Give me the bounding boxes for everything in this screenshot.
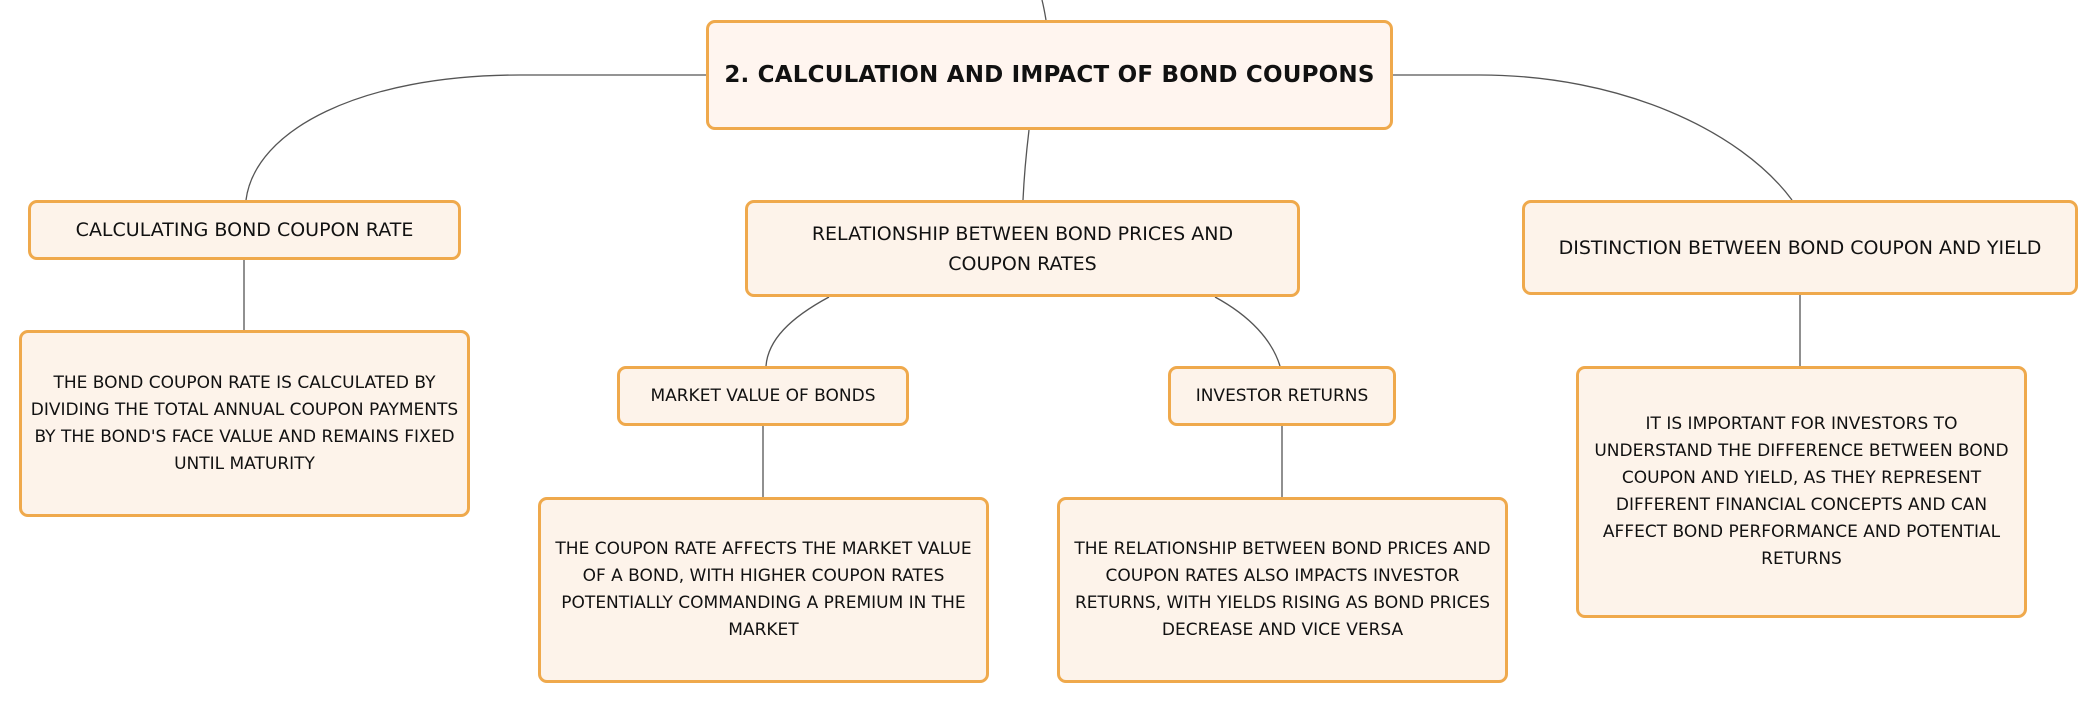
detail-market-value-of-bonds[interactable]: THE COUPON RATE AFFECTS THE MARKET VALUE… [538, 497, 989, 683]
topic-distinction-coupon-yield[interactable]: DISTINCTION BETWEEN BOND COUPON AND YIEL… [1522, 200, 2078, 295]
connector-incoming-root [1041, 0, 1047, 21]
topic-distinction-label: DISTINCTION BETWEEN BOND COUPON AND YIEL… [1558, 236, 2042, 259]
detail-calculating-bond-coupon-rate[interactable]: THE BOND COUPON RATE IS CALCULATED BY DI… [19, 330, 470, 517]
detail-investor-returns[interactable]: THE RELATIONSHIP BETWEEN BOND PRICES AND… [1057, 497, 1508, 683]
subtopic-investor-label: INVESTOR RETURNS [1195, 386, 1369, 406]
connector-root-to-distinction [1392, 74, 1793, 201]
detail-distinction-coupon-yield[interactable]: IT IS IMPORTANT FOR INVESTORS TO UNDERST… [1576, 366, 2027, 618]
subtopic-investor-returns[interactable]: INVESTOR RETURNS [1168, 366, 1396, 426]
detail-distinction-text: IT IS IMPORTANT FOR INVESTORS TO UNDERST… [1594, 414, 2009, 569]
subtopic-market-label: MARKET VALUE OF BONDS [650, 386, 876, 406]
connector-root-to-relationship [1022, 129, 1030, 201]
topic-calculating-bond-coupon-rate[interactable]: CALCULATING BOND COUPON RATE [28, 200, 461, 260]
root-title: 2. CALCULATION AND IMPACT OF BOND COUPON… [724, 62, 1375, 88]
detail-market-text: THE COUPON RATE AFFECTS THE MARKET VALUE… [555, 539, 972, 640]
connector-root-to-calculating [245, 74, 706, 201]
subtopic-market-value-of-bonds[interactable]: MARKET VALUE OF BONDS [617, 366, 909, 426]
connector-relationship-to-investor [1214, 296, 1281, 367]
connector-relationship-to-market [765, 296, 830, 367]
detail-investor-text: THE RELATIONSHIP BETWEEN BOND PRICES AND… [1074, 539, 1491, 640]
topic-calculating-label: CALCULATING BOND COUPON RATE [75, 219, 414, 241]
topic-relationship-prices-coupon-rates[interactable]: RELATIONSHIP BETWEEN BOND PRICES AND COU… [745, 200, 1300, 297]
detail-calculating-text: THE BOND COUPON RATE IS CALCULATED BY DI… [30, 372, 459, 474]
root-node[interactable]: 2. CALCULATION AND IMPACT OF BOND COUPON… [706, 20, 1393, 130]
topic-relationship-label: RELATIONSHIP BETWEEN BOND PRICES AND COU… [811, 222, 1234, 275]
